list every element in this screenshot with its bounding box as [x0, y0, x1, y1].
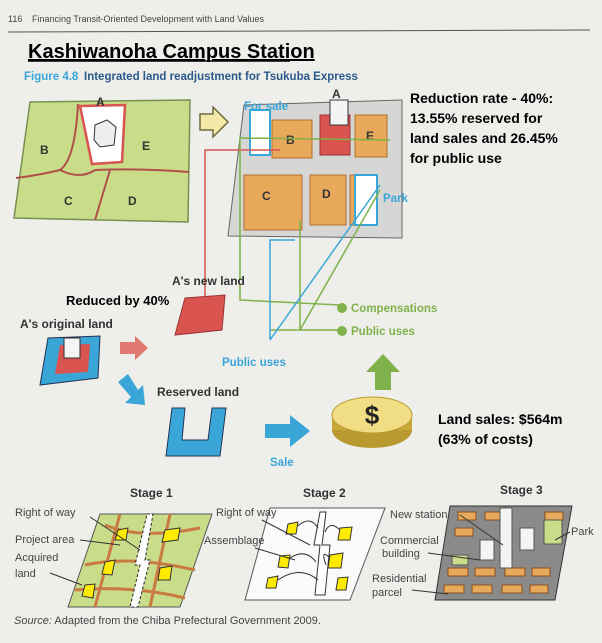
svg-text:Right of way: Right of way — [216, 507, 277, 519]
svg-text:Park: Park — [571, 526, 594, 538]
new-land-parcel — [174, 294, 226, 336]
reserved-land-parcel — [165, 407, 227, 457]
green-up-arrow-icon — [366, 354, 400, 390]
land-sales-share: (63% of costs) — [438, 431, 533, 447]
header-rule — [7, 29, 591, 33]
public-uses-green-label: Public uses — [351, 326, 415, 338]
svg-text:13.55% reserved for: 13.55% reserved for — [410, 110, 543, 126]
stage-1-title: Stage 1 — [130, 486, 173, 500]
red-arrow-icon — [120, 336, 148, 360]
before-map: A B E C D — [13, 95, 191, 223]
reserved-land-label: Reserved land — [157, 385, 239, 399]
figure-number: Figure 4.8 — [24, 71, 79, 83]
svg-text:parcel: parcel — [372, 587, 402, 599]
svg-text:E: E — [142, 139, 150, 153]
svg-text:D: D — [322, 187, 331, 201]
svg-text:E: E — [366, 129, 374, 143]
svg-text:C: C — [262, 189, 271, 203]
svg-text:A: A — [96, 95, 105, 109]
running-title: Financing Transit-Oriented Development w… — [32, 14, 264, 24]
original-land-parcel — [39, 335, 101, 386]
svg-text:B: B — [286, 133, 295, 147]
land-sales-note: Land sales: $564m — [438, 411, 563, 427]
svg-text:C: C — [64, 194, 73, 208]
blue-arrow-icon — [118, 374, 145, 405]
compensations-dot — [337, 303, 347, 313]
compensations-label: Compensations — [351, 303, 437, 315]
svg-text:Reduction rate - 40%:: Reduction rate - 40%: — [410, 90, 553, 106]
park-label: Park — [383, 193, 409, 205]
figure-caption: Integrated land readjustment for Tsukuba… — [84, 71, 358, 83]
public-uses-blue-label: Public uses — [222, 357, 286, 369]
red-connector — [204, 149, 280, 300]
for-sale-label: For sale — [244, 101, 288, 113]
svg-text:D: D — [128, 194, 137, 208]
reduction-note: Reduction rate - 40%: 13.55% reserved fo… — [410, 90, 558, 166]
svg-text:Assemblage: Assemblage — [204, 535, 265, 547]
transform-arrow-icon — [199, 105, 230, 139]
original-land-label: A's original land — [20, 317, 113, 331]
svg-text:Commercial: Commercial — [380, 535, 439, 547]
svg-text:New station: New station — [390, 509, 447, 521]
page-number: 116 — [8, 14, 22, 24]
stage-1-panel: Right of way Project area Acquired land — [15, 507, 213, 608]
svg-text:Project area: Project area — [15, 534, 75, 546]
svg-text:$: $ — [365, 400, 380, 430]
stage-2-title: Stage 2 — [303, 486, 346, 500]
sale-label: Sale — [270, 457, 294, 469]
new-land-label: A's new land — [172, 274, 245, 288]
public-uses-dot — [337, 326, 347, 336]
blue-connector — [269, 184, 381, 341]
coin-icon: $ — [331, 396, 413, 448]
green-connector — [239, 137, 391, 306]
reduced-note: Reduced by 40% — [66, 293, 170, 308]
svg-text:B: B — [40, 143, 49, 157]
stage-3-title: Stage 3 — [500, 483, 543, 497]
svg-text:for public use: for public use — [410, 150, 502, 166]
svg-text:Acquired: Acquired — [15, 552, 58, 564]
stage-3-panel: New station Commercial building Resident… — [372, 505, 594, 601]
page-title: Kashiwanoha Campus Station — [28, 41, 315, 63]
svg-text:land sales and 26.45%: land sales and 26.45% — [410, 130, 558, 146]
after-map: For sale A B E C D Park — [227, 87, 409, 239]
svg-text:A: A — [332, 87, 341, 101]
svg-text:Residential: Residential — [372, 573, 426, 585]
sale-arrow-icon — [265, 415, 310, 447]
stage-2-panel: Right of way Assemblage — [204, 507, 386, 601]
svg-text:building: building — [382, 548, 420, 560]
svg-text:land: land — [15, 568, 36, 580]
svg-text:Right of way: Right of way — [15, 507, 76, 519]
source-note: Source: Adapted from the Chiba Prefectur… — [14, 615, 321, 627]
